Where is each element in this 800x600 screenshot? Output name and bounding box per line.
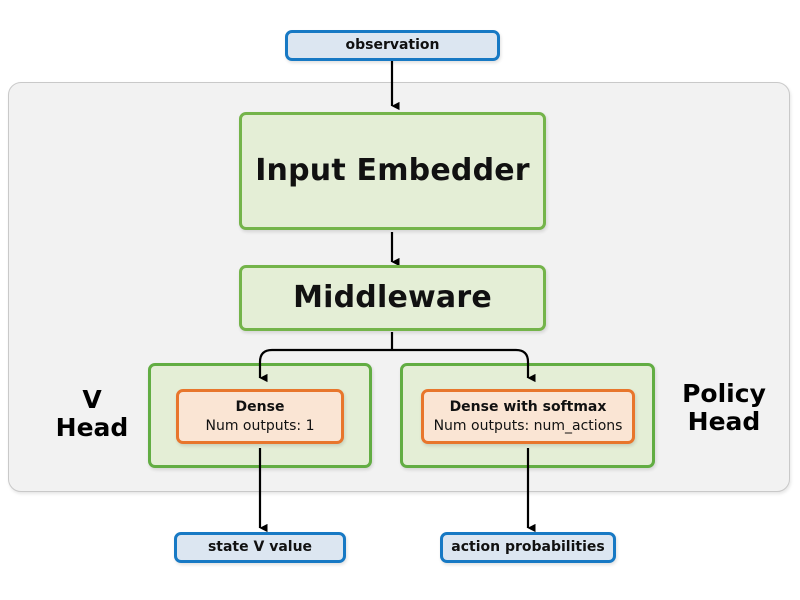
node-input-embedder-label: Input Embedder [255, 153, 530, 189]
node-input-embedder[interactable]: Input Embedder [239, 112, 546, 230]
policy-head-caption: Policy Head [682, 379, 766, 436]
node-dense[interactable]: Dense Num outputs: 1 [176, 389, 344, 444]
node-observation-label: observation [345, 37, 440, 54]
node-dense-title: Dense [235, 398, 285, 415]
node-dense-with-softmax-title: Dense with softmax [449, 398, 607, 415]
node-state-v-value[interactable]: state V value [174, 532, 346, 563]
node-observation[interactable]: observation [285, 30, 500, 61]
node-dense-subtitle: Num outputs: 1 [205, 417, 315, 434]
v-head-caption: V Head [55, 385, 129, 442]
node-dense-with-softmax[interactable]: Dense with softmax Num outputs: num_acti… [421, 389, 635, 444]
node-action-probabilities[interactable]: action probabilities [440, 532, 616, 563]
node-middleware-label: Middleware [293, 280, 492, 316]
node-state-v-value-label: state V value [207, 539, 313, 556]
node-dense-with-softmax-subtitle: Num outputs: num_actions [433, 417, 623, 434]
node-action-probabilities-label: action probabilities [451, 539, 605, 556]
node-middleware[interactable]: Middleware [239, 265, 546, 331]
